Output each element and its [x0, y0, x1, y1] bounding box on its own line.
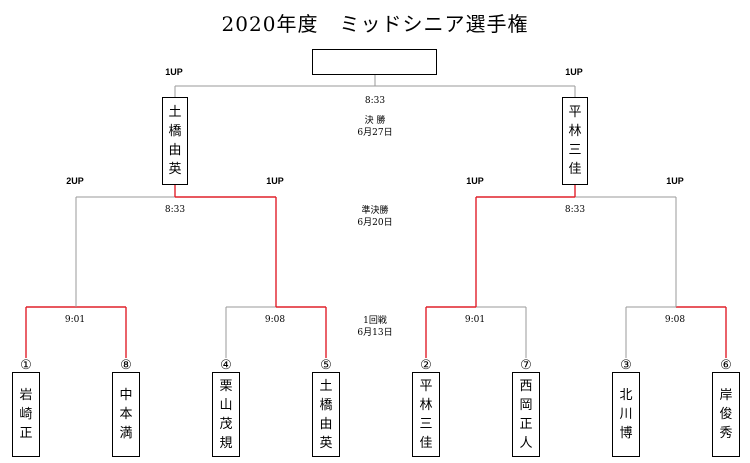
player-box: 中 本 満	[112, 372, 140, 457]
player-name-char: 岸	[719, 388, 733, 403]
page-title: 2020年度 ミッドシニア選手権	[221, 12, 529, 36]
final-right-score: 1UP	[565, 67, 583, 77]
semifinal-stage: 準決勝	[361, 206, 389, 216]
finalist-char: 平	[568, 105, 582, 120]
player-name-char: 林	[419, 397, 433, 413]
player-seed: ①	[20, 358, 32, 373]
player-seed: ⑥	[720, 358, 732, 373]
player-name-char: 由	[319, 416, 333, 432]
player-name-char: 岩	[19, 388, 33, 403]
player-name-char: 俊	[719, 407, 733, 422]
final-right-finalist: 平 林 三 佳	[562, 97, 588, 185]
player-name-char: 正	[19, 426, 33, 441]
player-name-char: 中	[119, 388, 133, 403]
round1-date: 6月13日	[357, 328, 393, 338]
player-name-char: 川	[619, 407, 633, 422]
finalist-char: 土	[168, 105, 182, 120]
player-seed: ③	[620, 358, 632, 373]
r1-match1-time: 9:01	[64, 315, 86, 325]
player-name-char: 秀	[719, 426, 733, 441]
champion-box	[312, 49, 437, 75]
player-name-char: 栗	[219, 378, 233, 394]
player-box: 岩 崎 正	[12, 372, 40, 457]
final-stage: 決 勝	[364, 116, 386, 126]
sf2-left-score: 1UP	[466, 176, 484, 186]
player-box: 平 林 三 佳	[412, 372, 440, 457]
final-stage-info: 決 勝 6月27日	[357, 115, 392, 139]
sf2-time: 8:33	[564, 205, 586, 215]
r1-match4-time: 9:08	[664, 315, 686, 325]
player-box: 土 橋 由 英	[312, 372, 340, 457]
finalist-char: 由	[168, 143, 182, 158]
finalist-char: 英	[168, 162, 182, 177]
player-seed: ④	[220, 358, 232, 373]
sf1-left-score: 2UP	[66, 176, 84, 186]
r1-match3-time: 9:01	[464, 315, 486, 325]
final-left-score: 1UP	[165, 67, 183, 77]
semifinal-date: 6月20日	[357, 218, 393, 228]
player-name-char: 三	[419, 416, 433, 432]
player-box: 西 岡 正 人	[512, 372, 540, 457]
finalist-char: 林	[568, 124, 582, 139]
player-name-char: 土	[319, 378, 333, 394]
finalist-char: 三	[568, 143, 582, 158]
player-name-char: 崎	[19, 407, 33, 422]
player-name-char: 佳	[419, 435, 433, 451]
player-name-char: 本	[119, 407, 133, 422]
final-date: 6月27日	[357, 128, 393, 138]
round1-stage: 1回戦	[363, 316, 387, 326]
player-name-char: 橋	[319, 397, 333, 413]
player-seed: ②	[420, 358, 432, 373]
final-left-finalist: 土 橋 由 英	[162, 97, 188, 185]
round1-stage-info: 1回戦 6月13日	[357, 315, 392, 339]
player-name-char: 茂	[219, 416, 233, 432]
semifinal-stage-info: 準決勝 6月20日	[357, 205, 392, 229]
player-name-char: 英	[319, 435, 333, 451]
player-name-char: 北	[619, 388, 633, 403]
finalist-char: 佳	[568, 162, 582, 177]
player-seed: ⑦	[520, 358, 532, 373]
player-name-char: 平	[419, 378, 433, 394]
player-box: 栗 山 茂 規	[212, 372, 240, 457]
sf2-right-score: 1UP	[666, 176, 684, 186]
player-name-char: 博	[619, 426, 633, 441]
player-name-char: 西	[519, 378, 533, 394]
sf1-right-score: 1UP	[266, 176, 284, 186]
player-box: 北 川 博	[612, 372, 640, 457]
player-seed: ⑧	[120, 358, 132, 373]
player-name-char: 山	[219, 397, 233, 413]
player-name-char: 満	[119, 426, 133, 441]
player-box: 岸 俊 秀	[712, 372, 740, 457]
player-name-char: 人	[519, 435, 533, 451]
sf1-time: 8:33	[164, 205, 186, 215]
finalist-char: 橋	[168, 124, 182, 139]
player-name-char: 岡	[519, 397, 533, 413]
r1-match2-time: 9:08	[264, 315, 286, 325]
player-name-char: 規	[219, 435, 233, 451]
player-seed: ⑤	[320, 358, 332, 373]
final-time: 8:33	[364, 96, 386, 106]
player-name-char: 正	[519, 416, 533, 432]
